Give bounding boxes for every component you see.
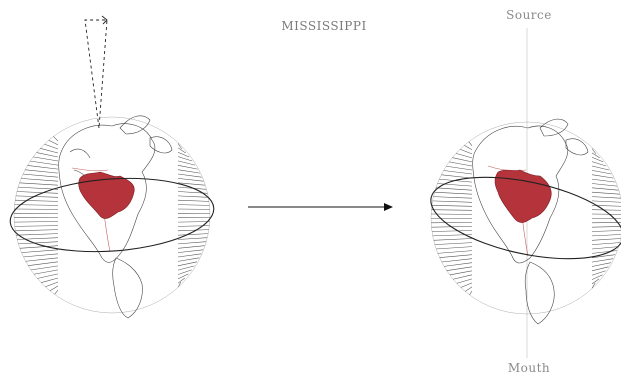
- left-globe: [8, 16, 217, 318]
- transition-arrow: [248, 203, 393, 211]
- source-label: Source: [506, 8, 552, 22]
- title-label: MISSISSIPPI: [281, 19, 366, 33]
- left-axis-dashed: [85, 20, 107, 128]
- right-globe-continents: [473, 119, 588, 324]
- right-globe: [424, 28, 621, 358]
- mouth-label: Mouth: [508, 361, 550, 375]
- left-globe-continents: [59, 116, 172, 318]
